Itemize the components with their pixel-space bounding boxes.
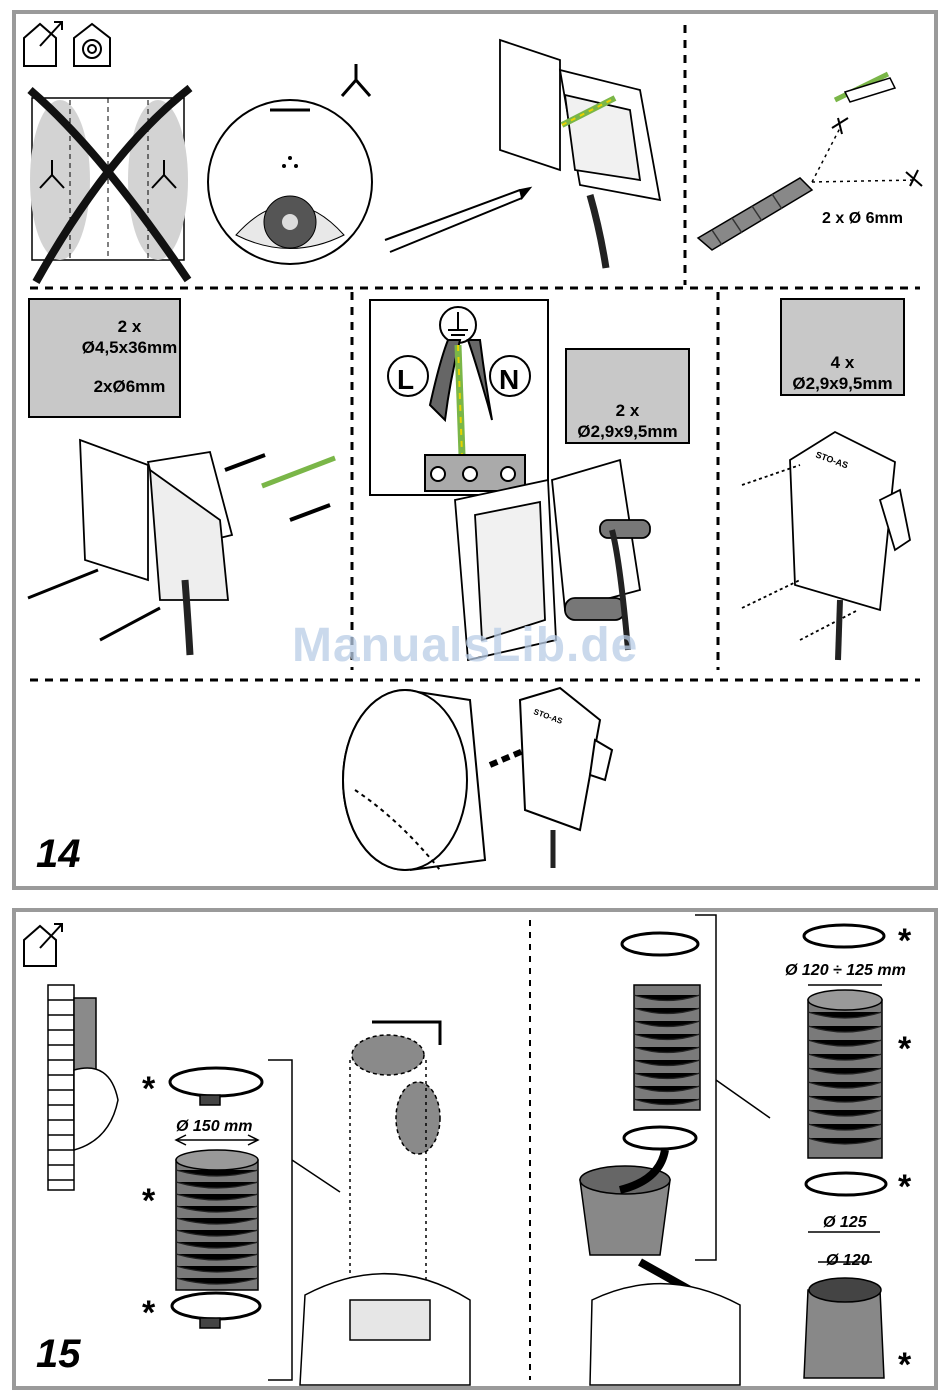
anchor-symbol [342,64,370,96]
terminal-neutral-label: N [499,364,519,396]
clamp-screws-spec-box: 2 x Ø2,9x9,5mm [565,348,690,444]
house-recirculation-icon [74,24,110,66]
round-cover-assembly [343,688,612,870]
asterisk-clamp-top-left: * [142,1072,155,1106]
drill-size-label: 2 x Ø 6mm [822,210,903,228]
module-screws-count: 4 x [782,352,903,373]
wall-screws-size: Ø4,5x36mm [80,337,179,358]
asterisk-adapter-right: * [898,1348,911,1382]
step-number-15: 15 [36,1334,81,1374]
asterisk-clamp-top-right: * [898,924,911,958]
adapter-diameter-120: Ø 120 [826,1252,870,1270]
adapter-diameter-125: Ø 125 [823,1214,867,1232]
junction-box-marking [385,40,660,268]
electronic-module [742,432,910,660]
terminal-live-label: L [397,364,414,396]
asterisk-duct-left: * [142,1184,155,1218]
watermark: ManualsLib.de [292,618,638,673]
hood-sphere [208,100,372,264]
module-screws-spec-box: 4 x Ø2,9x9,5mm [780,298,905,396]
terminal-block [370,300,548,495]
clamp-screws-count: 2 x [567,400,688,421]
asterisk-duct-right: * [898,1032,911,1066]
asterisk-clamp-bottom-right: * [898,1170,911,1204]
asterisk-clamp-bottom-left: * [142,1296,155,1330]
clamp-screws-size: Ø2,9x9,5mm [567,421,688,442]
duct-diameter-150: Ø 150 mm [176,1118,252,1136]
house-exhaust-icon [24,22,62,66]
crossed-template [30,88,190,282]
step-number-14: 14 [36,834,81,874]
wall-mount-box [28,440,335,655]
duct-diameter-120-125: Ø 120 ÷ 125 mm [785,962,906,980]
wall-screws-spec-box: 2 x Ø4,5x36mm 2xØ6mm [28,298,181,418]
wall-plugs-size: 2xØ6mm [80,376,179,397]
wall-screws-count: 2 x [80,316,179,337]
module-screws-size: Ø2,9x9,5mm [782,373,903,394]
